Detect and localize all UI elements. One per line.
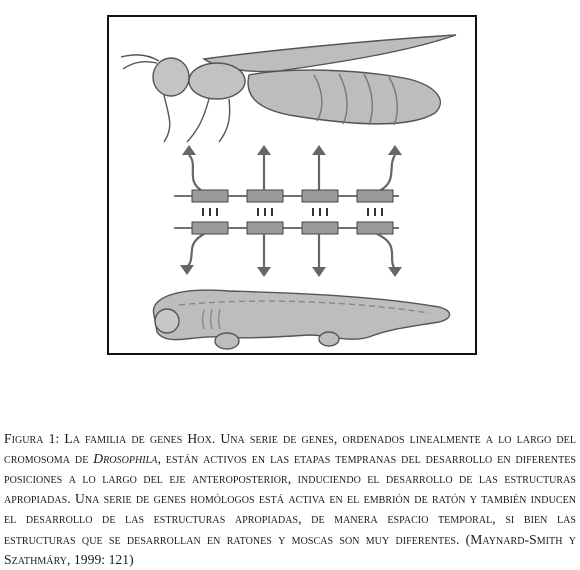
embryo-limb-bud <box>318 331 340 347</box>
fly-drawing <box>120 34 457 143</box>
embryo-eye <box>154 308 180 334</box>
embryo-limb-bud <box>214 332 240 350</box>
fly-abdomen <box>247 69 441 125</box>
figure-caption: Figura 1: La familia de genes Hox. Una s… <box>4 429 576 570</box>
caption-text-before: Una serie de genes, ordenados linealment… <box>4 430 576 466</box>
embryo-body <box>152 289 451 341</box>
hox-figure <box>107 15 477 355</box>
fly-head <box>152 57 190 97</box>
homology-marks <box>202 208 383 216</box>
fly-leg <box>218 98 231 143</box>
fly-wing <box>202 34 457 73</box>
caption-species: Drosophila <box>93 450 158 466</box>
mouse-embryo-drawing <box>152 289 451 350</box>
fly-leg <box>163 94 171 143</box>
caption-label: Figura 1: La familia de genes Hox. <box>4 430 216 446</box>
hox-illustration <box>120 34 457 350</box>
mouse-gene-row <box>174 221 399 235</box>
fly-thorax <box>188 62 246 100</box>
fly-gene-row <box>174 189 399 203</box>
fly-leg <box>186 98 210 143</box>
caption-text-after: , están activos en las etapas tempranas … <box>4 450 576 567</box>
mouse-arrows <box>180 233 402 277</box>
fly-arrows <box>182 145 402 194</box>
